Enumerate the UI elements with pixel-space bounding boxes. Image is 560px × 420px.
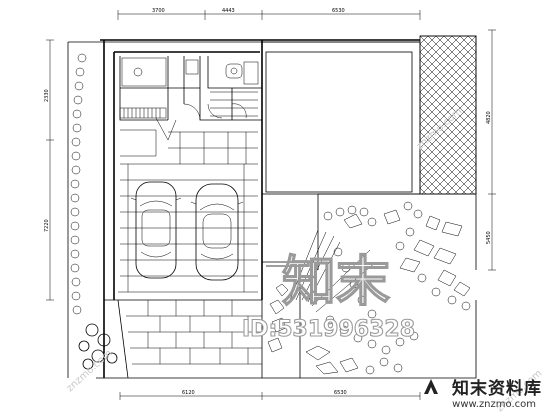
dim-left-1: 2330 [44, 89, 50, 102]
garden-stepping-stones [267, 209, 471, 353]
dimension-labels: 3700 4443 6530 6120 6530 2330 7220 4820 … [44, 8, 492, 396]
dim-bottom-2: 6530 [334, 390, 347, 396]
dim-right-1: 4820 [486, 111, 492, 124]
brand-mark-icon [424, 379, 438, 394]
watermark-diagonal-bottom: znzmo.com [65, 348, 115, 394]
hatched-planter-strip [419, 35, 477, 195]
dim-top-3: 6530 [332, 8, 345, 14]
brand-name: 知末资料库 [452, 379, 542, 399]
car-left [130, 181, 182, 279]
watermark-main-text: 知末 [282, 250, 390, 313]
dim-top-2: 4443 [222, 8, 235, 14]
garage-paving [118, 131, 258, 293]
dim-bottom-1: 6120 [182, 390, 195, 396]
watermark-id-text: ID:531996328 [242, 317, 415, 342]
brand-logo: 知末资料库 www.znzmo.com [420, 372, 546, 412]
brand-url: www.znzmo.com [452, 399, 536, 410]
hedge-plants-left [70, 53, 118, 370]
garden-shrubs [305, 201, 471, 375]
dimension-lines [46, 10, 496, 400]
service-rooms [119, 56, 262, 157]
dim-top-1: 3700 [152, 8, 165, 14]
upper-room [261, 41, 421, 195]
driveway-paving [117, 299, 263, 379]
dim-left-2: 7220 [44, 219, 50, 232]
dim-right-2: 5450 [486, 231, 492, 244]
garden-boundary [262, 193, 476, 378]
car-right [190, 183, 244, 281]
